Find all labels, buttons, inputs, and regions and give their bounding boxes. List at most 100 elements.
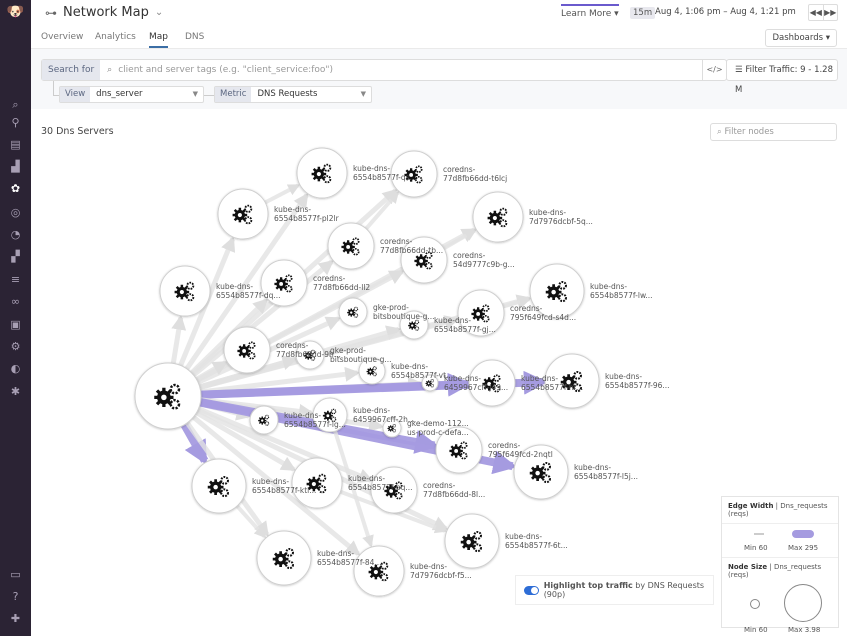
notebook-icon[interactable]: ▣ — [10, 318, 21, 331]
rewind-icon[interactable]: ◀◀ — [809, 8, 822, 17]
node-label[interactable]: coredns-795f649fcd-s4d... — [510, 304, 577, 322]
search-icon[interactable]: ⌕ — [12, 98, 19, 111]
node-label[interactable]: gke-prod-bitsboutique-g... — [373, 303, 435, 321]
traffic-edge[interactable] — [195, 360, 228, 382]
infrastructure-icon[interactable]: ▟ — [11, 160, 20, 173]
node-label[interactable]: kube-dns-6554b8577f-vt... — [391, 362, 454, 380]
dns-server-node[interactable] — [159, 265, 211, 317]
node-label[interactable]: coredns-77d8fb66dd-t6lcj — [443, 165, 508, 183]
node-label[interactable]: coredns-795f649fcd-2nqtl — [488, 441, 553, 459]
traffic-edge[interactable] — [200, 372, 472, 399]
node-label[interactable]: gke-demo-112...us-prod-c-defa... — [407, 419, 469, 437]
tab-analytics[interactable]: Analytics — [95, 32, 136, 42]
dns-server-node[interactable] — [256, 530, 312, 586]
node-label[interactable]: kube-dns-6554b8577f-84... — [317, 549, 382, 567]
dns-server-node[interactable] — [327, 222, 375, 270]
node-label[interactable]: kube-dns-6554b8577f-dq... — [216, 282, 281, 300]
dns-server-node[interactable] — [296, 147, 348, 199]
integrations-puzzle-icon[interactable]: ✚ — [10, 612, 21, 625]
time-badge[interactable]: 15m — [630, 7, 656, 19]
dns-server-node[interactable] — [134, 362, 202, 430]
node-label[interactable]: kube-dns-7d7976dcbf-5q... — [529, 208, 593, 226]
search-icon: ⌕ — [107, 65, 113, 75]
node-label[interactable]: coredns-77d8fb66dd-ll2 — [313, 274, 371, 292]
dashboard-icon[interactable]: ▤ — [10, 138, 21, 151]
tab-overview[interactable]: Overview — [41, 32, 84, 42]
node-label[interactable]: gke-prod-bitsboutique-g... — [330, 346, 392, 364]
node-label[interactable]: kube-dns-6554b8577f-lg... — [284, 411, 346, 429]
datadog-logo-icon[interactable]: 🐶 — [6, 4, 25, 20]
dns-server-node[interactable] — [472, 191, 524, 243]
page-title[interactable]: ⊶ Network Map ⌄ — [45, 5, 163, 20]
help-icon[interactable]: ? — [12, 590, 19, 603]
tab-bar: Overview Analytics Map DNS Dashboards ▾ — [31, 27, 847, 49]
forward-icon[interactable]: ▶▶ — [822, 5, 838, 20]
node-label[interactable]: kube-dns-6554b8577f-bq... — [348, 474, 413, 492]
node-label[interactable]: kube-dns-6554b8577f-6t... — [505, 532, 568, 550]
highlight-toggle[interactable] — [524, 585, 539, 595]
traffic-edge[interactable] — [264, 183, 301, 205]
node-label[interactable]: kube-dns-6554b8577f-96... — [605, 372, 670, 390]
settings-icon[interactable]: ✱ — [10, 385, 21, 398]
traffic-edge[interactable] — [170, 314, 187, 364]
sidebar: 🐶 ⌕ ⚲ ▤ ▟ ✿ ◎ ◔ ▞ ≡ ∞ ▣ ⚙ ◐ ✱ ▭? ✚ — [0, 0, 31, 636]
node-label[interactable]: kube-dns-6554b8577f-gj... — [434, 316, 496, 334]
node-label[interactable]: kube-dns-6554b8577f-hr... — [521, 374, 584, 392]
link-icon[interactable]: ∞ — [10, 295, 21, 308]
traffic-edge[interactable] — [442, 228, 477, 251]
metric-select[interactable]: Metric DNS Requests ▼ — [214, 86, 372, 103]
traffic-edge[interactable] — [180, 422, 209, 465]
node-label[interactable]: kube-dns-6459967cff-2h... — [353, 406, 416, 424]
integrations-icon[interactable]: ▞ — [11, 250, 20, 263]
view-select[interactable]: View dns_server ▼ — [59, 86, 204, 103]
dns-server-node[interactable] — [444, 513, 500, 569]
learn-more-button[interactable]: Learn More ▾ — [561, 4, 619, 19]
node-min-swatch — [750, 599, 760, 609]
binoculars-icon[interactable]: ⚲ — [11, 116, 20, 129]
node-label[interactable]: kube-dns-6554b8577f-qs... — [353, 164, 417, 182]
node-label[interactable]: kube-dns-7d7976dcbf-f5... — [410, 562, 472, 580]
time-range[interactable]: Aug 4, 1:06 pm – Aug 4, 1:21 pm — [655, 7, 796, 17]
node-label[interactable]: kube-dns-6554b8577f-lw... — [590, 282, 653, 300]
filter-traffic-button[interactable]: ☰ Filter Traffic: 9 - 1.28 M — [726, 59, 838, 95]
gauge-icon[interactable]: ◔ — [10, 228, 21, 241]
traffic-edge[interactable] — [200, 366, 361, 395]
chat-icon[interactable]: ▭ — [10, 568, 21, 581]
search-icon: ⌕ — [717, 127, 725, 137]
search-input[interactable]: Search for ⌕client and server tags (e.g.… — [41, 59, 727, 81]
apm-icon[interactable]: ◎ — [10, 206, 21, 219]
edge-min-swatch — [754, 533, 764, 535]
logs-icon[interactable]: ≡ — [10, 273, 21, 286]
dns-server-node[interactable] — [223, 326, 271, 374]
node-label[interactable]: kube-dns-6554b8577f-l5j... — [574, 463, 638, 481]
code-button[interactable]: </> — [702, 60, 726, 80]
tab-dns[interactable]: DNS — [185, 32, 205, 42]
security-icon[interactable]: ◐ — [10, 362, 21, 375]
edge-width-title: Edge Width — [728, 502, 774, 510]
traffic-edge[interactable] — [364, 191, 400, 231]
dashboards-button[interactable]: Dashboards ▾ — [765, 29, 837, 47]
node-label[interactable]: kube-dns-6459967cff-j49... — [444, 374, 509, 392]
node-label[interactable]: coredns-77d8fb66dd-9h... — [276, 341, 341, 359]
traffic-edge[interactable] — [199, 355, 298, 390]
dns-server-node[interactable] — [249, 405, 279, 435]
node-label[interactable]: coredns-77d8fb66dd-8l... — [423, 481, 486, 499]
filter-nodes-input[interactable]: ⌕ Filter nodes — [710, 123, 837, 141]
dns-server-node[interactable] — [191, 458, 247, 514]
traffic-edge[interactable] — [235, 504, 267, 539]
chevron-down-icon[interactable]: ⌄ — [154, 7, 164, 18]
node-label[interactable]: kube-dns-6554b8577f-ktl... — [252, 477, 317, 495]
dns-server-node[interactable] — [338, 297, 368, 327]
node-label[interactable]: coredns-54d9777c9b-g... — [453, 251, 515, 269]
network-icon[interactable]: ✿ — [10, 182, 21, 195]
traffic-edge[interactable] — [178, 236, 236, 367]
node-label[interactable]: kube-dns-6554b8577f-pl2lr — [274, 205, 339, 223]
dns-server-node[interactable] — [217, 188, 269, 240]
traffic-edge[interactable] — [195, 410, 297, 472]
tab-map[interactable]: Map — [149, 32, 168, 48]
node-label[interactable]: coredns-77d8fb66dd-tb... — [380, 237, 444, 255]
traffic-edge[interactable] — [199, 401, 252, 421]
traffic-edge[interactable] — [189, 298, 269, 375]
traffic-edge[interactable] — [200, 376, 424, 397]
synthetics-icon[interactable]: ⚙ — [10, 340, 21, 353]
